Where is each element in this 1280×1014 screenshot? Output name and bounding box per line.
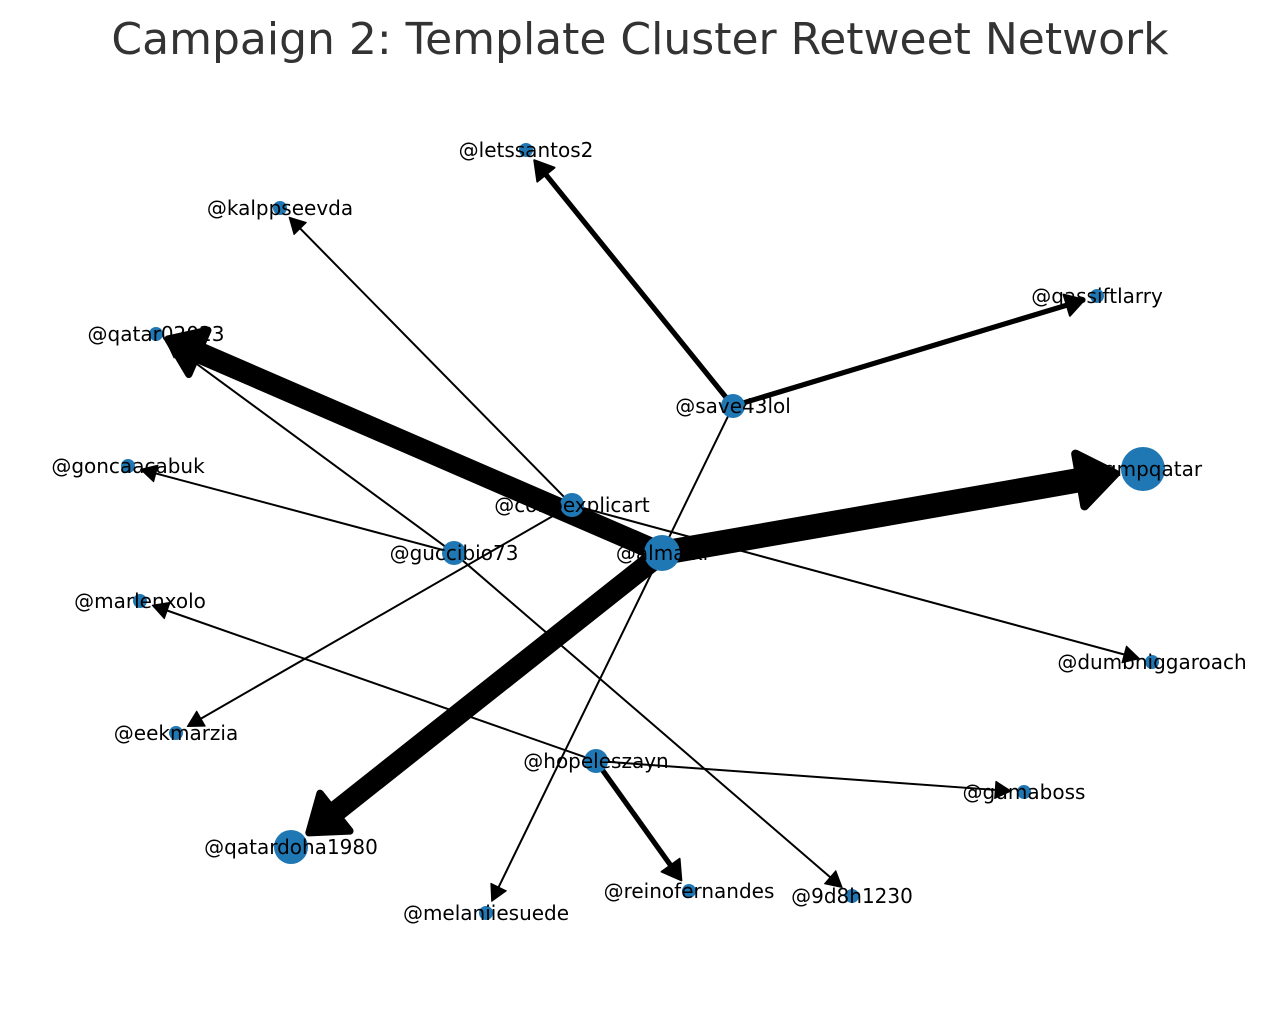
node-label-conpexplicart: @conpexplicart: [494, 493, 650, 517]
node-label-9d8h1230: @9d8h1230: [791, 884, 913, 908]
edge-conpexplicart-to-kalppseevda: [288, 216, 572, 505]
edge-arrowhead: [994, 780, 1012, 799]
edge-guccibio73-to-goncaacabuk: [140, 464, 453, 554]
edge-line: [176, 348, 454, 553]
node-label-letssantos2: @letssantos2: [459, 138, 594, 162]
edge-conpexplicart-to-eekmarzia: [186, 505, 571, 728]
edge-line: [597, 760, 999, 792]
edge-line: [594, 760, 675, 870]
node-label-qatardoha1980: @qatardoha1980: [204, 835, 378, 859]
node-reinofernandes[interactable]: [682, 884, 696, 898]
node-label-reinofernandes: @reinofernandes: [604, 879, 775, 903]
node-label-qatar02023: @qatar02023: [88, 322, 225, 346]
edge-arrowhead: [164, 326, 212, 379]
edge-guccibio73-to-qatar02023: [165, 341, 454, 553]
node-9d8h1230[interactable]: [845, 889, 859, 903]
edge-arrowhead: [140, 464, 159, 483]
node-label-qassiftlarry: @qassiftlarry: [1031, 284, 1163, 308]
edge-arrowhead: [824, 870, 843, 889]
edge-line: [198, 505, 571, 721]
edge-arrowhead: [533, 159, 556, 183]
node-qmpqatar[interactable]: [1121, 447, 1165, 491]
edge-almalki-to-qatardoha1980: [305, 544, 670, 837]
edge-line: [185, 340, 670, 563]
node-save43lol[interactable]: [721, 394, 745, 418]
edge-conpexplicart-to-dumbniggaroach: [573, 504, 1140, 664]
node-goncaacabuk[interactable]: [121, 459, 135, 473]
node-letssantos2[interactable]: [519, 143, 533, 157]
edge-line: [732, 301, 1072, 408]
edge-hopeleszayn-to-gumaboss: [597, 760, 1012, 799]
edge-arrowhead: [165, 341, 185, 359]
node-guccibio73[interactable]: [442, 541, 466, 565]
edge-almalki-to-qatar02023: [164, 326, 670, 563]
edge-line: [322, 544, 670, 825]
chart-title: Campaign 2: Template Cluster Retweet Net…: [111, 14, 1169, 65]
edge-line: [542, 170, 735, 407]
node-label-kalppseevda: @kalppseevda: [207, 196, 353, 220]
node-marlenxolo[interactable]: [133, 594, 147, 608]
edge-arrowhead: [288, 216, 307, 236]
edge-arrowhead: [1062, 293, 1086, 317]
edge-save43lol-to-melaniiesuede: [490, 407, 733, 902]
node-eekmarzia[interactable]: [169, 726, 183, 740]
edge-hopeleszayn-to-reinofernandes: [594, 760, 683, 882]
node-conpexplicart[interactable]: [560, 493, 584, 517]
node-label-almalki: @almalki: [616, 541, 708, 565]
edge-hopeleszayn-to-marlenxolo: [151, 601, 595, 762]
edge-arrowhead: [1121, 645, 1140, 664]
node-label-marlenxolo: @marlenxolo: [74, 589, 206, 613]
edge-line: [152, 471, 453, 554]
node-qatar02023[interactable]: [149, 327, 163, 341]
node-label-eekmarzia: @eekmarzia: [114, 721, 238, 745]
node-kalppseevda[interactable]: [273, 201, 287, 215]
node-label-dumbniggaroach: @dumbniggaroach: [1057, 650, 1246, 674]
edge-arrowhead: [1071, 449, 1120, 511]
edge-line: [297, 226, 572, 505]
edge-line: [573, 504, 1128, 656]
edge-arrowhead: [186, 710, 206, 728]
edge-save43lol-to-letssantos2: [533, 159, 735, 407]
edge-line: [164, 608, 595, 762]
node-almalki[interactable]: [644, 535, 680, 571]
node-melaniiesuede[interactable]: [479, 906, 493, 920]
labels-layer: @letssantos2 @kalppseevda @qassiftlarry @qa…: [51, 138, 1246, 925]
node-label-guccibio73: @guccibio73: [390, 541, 519, 565]
edge-line: [653, 467, 1095, 565]
node-hopeleszayn[interactable]: [584, 749, 608, 773]
node-label-hopeleszayn: @hopeleszayn: [523, 749, 668, 773]
edge-line: [454, 553, 833, 880]
node-qatardoha1980[interactable]: [274, 830, 308, 864]
edge-arrowhead: [305, 789, 354, 837]
node-gumaboss[interactable]: [1017, 785, 1031, 799]
edge-almalki-to-qmpqatar: [653, 449, 1120, 565]
edges-layer: [140, 159, 1140, 902]
edge-arrowhead: [660, 857, 683, 882]
node-label-gumaboss: @gumaboss: [963, 780, 1086, 804]
nodes-layer: [121, 143, 1165, 920]
node-dumbniggaroach[interactable]: [1145, 655, 1159, 669]
node-label-qmpqatar: @qmpqatar: [1084, 457, 1203, 481]
node-label-save43lol: @save43lol: [675, 394, 791, 418]
edge-line: [496, 407, 733, 890]
edge-guccibio73-to-9d8h1230: [454, 553, 843, 889]
edge-save43lol-to-qassiftlarry: [732, 293, 1086, 408]
edge-arrowhead: [490, 882, 507, 902]
node-label-melaniiesuede: @melaniiesuede: [403, 901, 569, 925]
node-label-goncaacabuk: @goncaacabuk: [51, 454, 205, 478]
node-qassiftlarry[interactable]: [1090, 289, 1104, 303]
edge-arrowhead: [151, 601, 171, 620]
